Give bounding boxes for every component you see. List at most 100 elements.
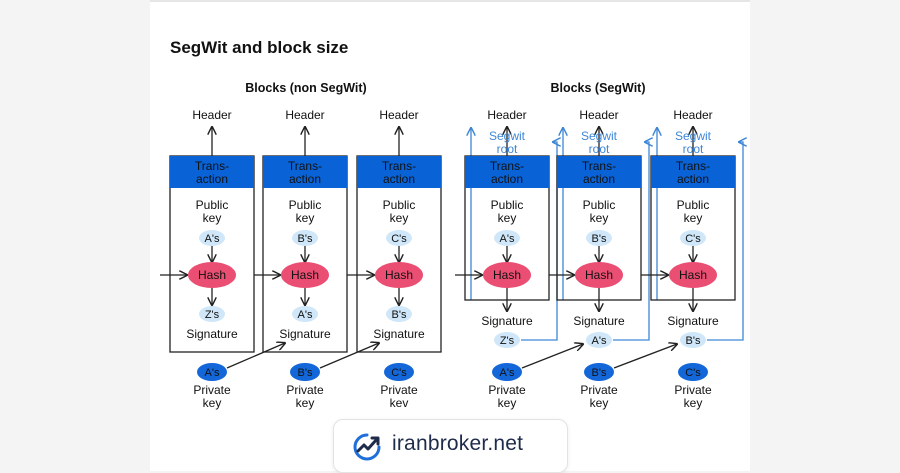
private-key-label-line2: key: [498, 396, 517, 410]
public-key-label-line1: Public: [196, 198, 229, 212]
signature-label: Signature: [279, 327, 331, 341]
transaction-label-line2: action: [583, 172, 615, 186]
segwit-root-link: [613, 142, 649, 341]
block-header-label: Header: [379, 108, 418, 122]
transaction-label-line1: Trans-: [382, 159, 416, 173]
block-header-label: Header: [579, 108, 618, 122]
signature-label: Signature: [481, 314, 533, 328]
signature-value: B's: [686, 335, 701, 347]
private-key-badge: [678, 363, 708, 381]
signature-label: Signature: [667, 314, 719, 328]
private-key-link-arrow: [613, 344, 677, 369]
signature-value: B's: [392, 309, 407, 321]
private-key-label-line2: key: [684, 396, 703, 410]
private-key-value: A's: [205, 367, 220, 379]
public-key-label-line2: key: [590, 211, 609, 225]
private-key-label-line1: Private: [286, 383, 324, 397]
public-key-value: A's: [500, 233, 515, 245]
signature-label: Signature: [573, 314, 625, 328]
private-key-label-line2: key: [203, 396, 222, 410]
signature-badge: [494, 332, 520, 348]
hash-label: Hash: [198, 268, 226, 282]
block-header-label: Header: [192, 108, 231, 122]
public-key-label-line2: key: [390, 211, 409, 225]
transaction-label-line1: Trans-: [490, 159, 524, 173]
block-header-label: Header: [285, 108, 324, 122]
signature-label: Signature: [373, 327, 425, 341]
private-key-label-line1: Private: [580, 383, 618, 397]
transaction-bar: [465, 156, 549, 188]
legacy-heading: Blocks (non SegWit): [245, 81, 366, 95]
segwit-heading: Blocks (SegWit): [550, 81, 645, 95]
transaction-bar: [357, 156, 441, 188]
signature-value: A's: [298, 309, 313, 321]
content-panel: [150, 0, 750, 471]
public-key-label-line1: Public: [491, 198, 524, 212]
transaction-label-line2: action: [289, 172, 321, 186]
public-key-value: A's: [205, 233, 220, 245]
block-header-label: Header: [487, 108, 526, 122]
private-key-badge: [290, 363, 320, 381]
transaction-label-line2: action: [196, 172, 228, 186]
hash-label: Hash: [493, 268, 521, 282]
hash-label: Hash: [385, 268, 413, 282]
private-key-badge: [584, 363, 614, 381]
private-key-label-line1: Private: [193, 383, 231, 397]
transaction-label-line1: Trans-: [288, 159, 322, 173]
hash-label: Hash: [585, 268, 613, 282]
segwit-root-label-line2: root: [497, 142, 518, 156]
public-key-value: C's: [391, 233, 407, 245]
public-key-badge: [199, 230, 225, 246]
watermark-text: iranbroker.net: [392, 432, 524, 455]
signature-value: Z's: [500, 335, 515, 347]
signature-badge: [292, 306, 318, 322]
public-key-label-line2: key: [296, 211, 315, 225]
transaction-label-line2: action: [677, 172, 709, 186]
top-rule: [150, 0, 750, 2]
hash-node: [669, 262, 717, 288]
private-key-label-line1: Private: [488, 383, 526, 397]
public-key-label-line1: Public: [289, 198, 322, 212]
segwit-root-link: [707, 142, 743, 341]
hash-node: [575, 262, 623, 288]
public-key-badge: [494, 230, 520, 246]
public-key-badge: [386, 230, 412, 246]
hash-node: [188, 262, 236, 288]
private-key-value: B's: [592, 367, 607, 379]
segwit-root-label-line2: root: [683, 142, 704, 156]
public-key-label-line2: key: [203, 211, 222, 225]
segwit-root-label-line1: Segwit: [581, 129, 618, 143]
private-key-label-line2: kev: [390, 396, 409, 410]
private-key-badge: [197, 363, 227, 381]
signature-value: A's: [592, 335, 607, 347]
private-key-value: C's: [685, 367, 701, 379]
signature-badge: [199, 306, 225, 322]
signature-badge: [386, 306, 412, 322]
signature-value: Z's: [205, 309, 220, 321]
public-key-label-line1: Public: [677, 198, 710, 212]
transaction-label-line2: action: [491, 172, 523, 186]
signature-badge: [680, 332, 706, 348]
private-key-badge: [492, 363, 522, 381]
signature-label: Signature: [186, 327, 238, 341]
private-key-badge: [384, 363, 414, 381]
hash-node: [375, 262, 423, 288]
hash-label: Hash: [679, 268, 707, 282]
private-key-link-arrow: [319, 343, 379, 369]
transaction-bar: [557, 156, 641, 188]
transaction-bar: [651, 156, 735, 188]
segwit-root-label-line1: Segwit: [675, 129, 712, 143]
transaction-bar: [170, 156, 254, 188]
chart-growth-logo-icon: [353, 433, 381, 461]
hash-node: [483, 262, 531, 288]
private-key-link-arrow: [521, 344, 583, 369]
public-key-label-line1: Public: [583, 198, 616, 212]
watermark-badge: iranbroker.net: [333, 419, 568, 473]
private-key-link-arrow: [226, 343, 285, 369]
public-key-badge: [292, 230, 318, 246]
public-key-value: B's: [592, 233, 607, 245]
private-key-label-line2: key: [590, 396, 609, 410]
private-key-label-line1: Private: [674, 383, 712, 397]
segwit-root-label-line2: root: [589, 142, 610, 156]
